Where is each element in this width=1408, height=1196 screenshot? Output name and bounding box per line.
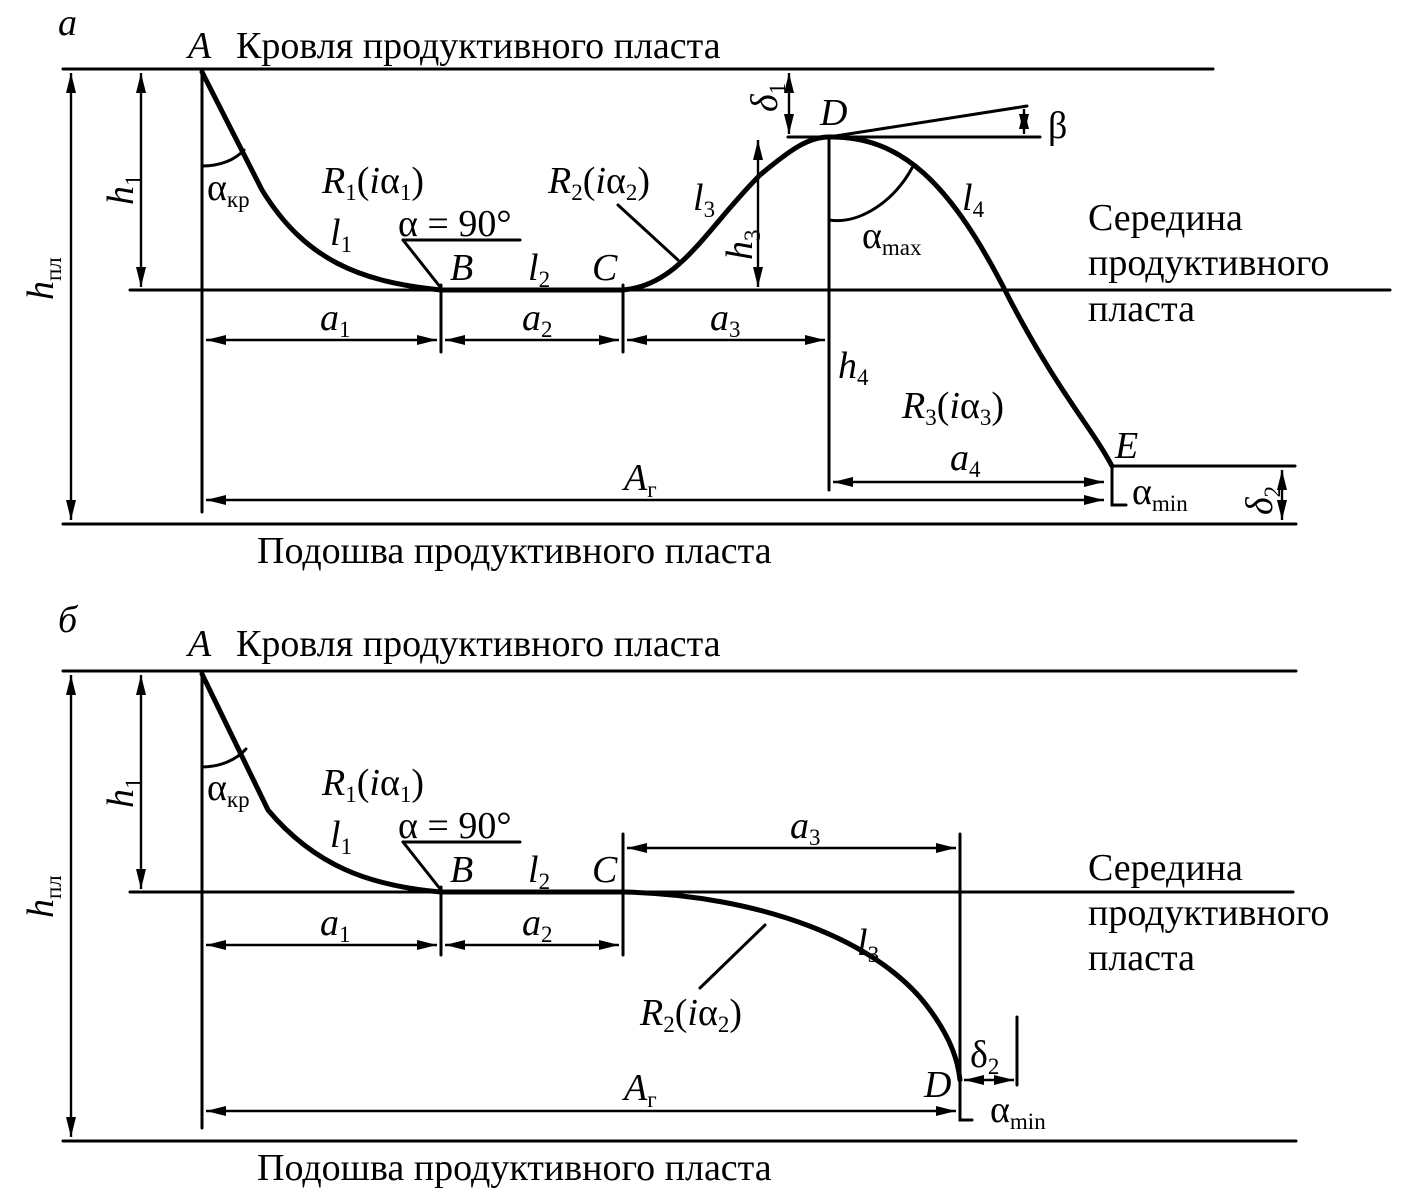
l1-label: l1 (330, 212, 352, 257)
panel-b-tag: б (58, 599, 79, 641)
well-trajectory (199, 671, 963, 1083)
alpha-min-label: αmin (1132, 471, 1188, 516)
middle-label-3: пласта (1088, 288, 1195, 330)
alpha-min-label: αmin (990, 1089, 1046, 1134)
point-d-label: D (923, 1064, 951, 1106)
alpha-kr-arc (200, 747, 248, 769)
alpha-kr-label: αкр (207, 767, 250, 812)
r1-label: R1(iα1) (321, 762, 424, 807)
l4-label: l4 (962, 177, 985, 222)
middle-label-3: пласта (1088, 937, 1195, 979)
point-d-label: D (819, 92, 847, 134)
tangent-line (827, 104, 1029, 139)
panel-a: а A Кровля продуктивного пласта hпл h1 h… (20, 2, 1392, 572)
alpha-max-arc (827, 166, 914, 223)
a1-label: a1 (320, 902, 351, 947)
a4-label: a4 (950, 437, 981, 482)
middle-label-1: Середина (1088, 847, 1243, 889)
h1-label: h1 (100, 778, 146, 809)
panel-b: б A Кровля продуктивного пласта hпл h1 (20, 599, 1329, 1189)
r1-label: R1(iα1) (321, 160, 424, 205)
a1-label: a1 (320, 297, 351, 342)
h1-label: h1 (100, 175, 146, 206)
middle-label-1: Середина (1088, 197, 1243, 239)
l3-label: l3 (693, 177, 715, 222)
alpha-90-leader (401, 238, 443, 290)
r2-label: R2(iα2) (639, 992, 742, 1037)
panel-a-tag: а (58, 2, 77, 44)
alpha-min-wedge (1110, 464, 1128, 507)
alpha-90-label: α = 90° (398, 203, 512, 245)
point-a-label: A (185, 25, 212, 67)
point-b-label: B (450, 247, 473, 289)
a3-label: a3 (710, 297, 741, 342)
ag-label: Aг (621, 1067, 657, 1112)
h4-label: h4 (838, 345, 869, 390)
delta1-label: δ1 (744, 83, 790, 112)
alpha-90-leader (401, 840, 443, 892)
l2-label: l2 (528, 247, 550, 292)
r2-leader (698, 923, 767, 990)
point-e-label: E (1114, 425, 1138, 467)
bottom-label: Подошва продуктивного пласта (257, 530, 772, 572)
h-pl-label: hпл (20, 257, 66, 300)
l1-label: l1 (330, 814, 352, 859)
bottom-label: Подошва продуктивного пласта (257, 1147, 772, 1189)
alpha-kr-label: αкр (207, 167, 250, 212)
ag-label: Aг (621, 457, 657, 502)
well-trajectory (199, 69, 1115, 469)
h-pl-label: hпл (20, 875, 66, 918)
roof-label: Кровля продуктивного пласта (236, 623, 721, 665)
delta2-label: δ2 (1239, 486, 1285, 515)
middle-label-2: продуктивного (1088, 242, 1329, 284)
a2-label: a2 (522, 297, 553, 342)
r2-leader (616, 203, 680, 262)
alpha-max-label: αmax (862, 215, 922, 260)
point-c-label: C (592, 247, 618, 289)
r2-label: R2(iα2) (547, 160, 650, 205)
alpha-kr-arc (200, 148, 246, 168)
alpha-90-label: α = 90° (398, 805, 512, 847)
a3-label: a3 (790, 805, 821, 850)
l3-label: l3 (857, 922, 879, 967)
middle-label-2: продуктивного (1088, 892, 1329, 934)
l2-label: l2 (528, 849, 550, 894)
point-c-label: C (592, 849, 618, 891)
alpha-min-wedge (958, 1078, 974, 1122)
a2-label: a2 (522, 902, 553, 947)
delta2-label: δ2 (970, 1034, 999, 1079)
roof-label: Кровля продуктивного пласта (236, 25, 721, 67)
h3-label: h3 (719, 230, 765, 261)
point-b-label: B (450, 849, 473, 891)
point-a-label: A (185, 623, 212, 665)
r3-label: R3(iα3) (901, 385, 1004, 430)
beta-label: β (1048, 105, 1067, 147)
